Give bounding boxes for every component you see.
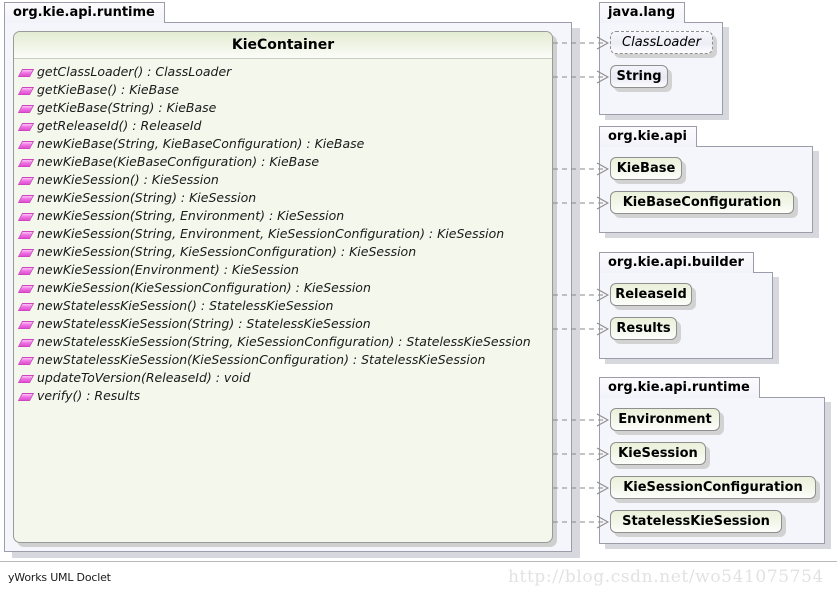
method-icon bbox=[20, 85, 31, 96]
package-tab-label: org.kie.api.runtime bbox=[4, 2, 165, 23]
method-icon bbox=[20, 355, 31, 366]
member-signature: getKieBase(String) : KieBase bbox=[37, 100, 217, 115]
type-name: KieSessionConfiguration bbox=[623, 480, 803, 495]
type-name: ClassLoader bbox=[622, 35, 701, 50]
class-member[interactable]: newStatelessKieSession(String) : Statele… bbox=[14, 315, 552, 333]
method-icon bbox=[20, 175, 31, 186]
method-icon bbox=[20, 391, 31, 402]
member-signature: updateToVersion(ReleaseId) : void bbox=[37, 370, 251, 385]
class-member[interactable]: newStatelessKieSession(String, KieSessio… bbox=[14, 333, 552, 351]
type-name: KieBase bbox=[616, 161, 676, 176]
member-signature: newKieSession(KieSessionConfiguration) :… bbox=[37, 280, 371, 295]
type-name: KieBaseConfiguration bbox=[622, 195, 782, 210]
member-signature: verify() : Results bbox=[37, 388, 141, 403]
member-signature: getReleaseId() : ReleaseId bbox=[37, 118, 202, 133]
type-node-statelesskiesession[interactable]: StatelessKieSession bbox=[610, 510, 782, 533]
method-icon bbox=[20, 265, 31, 276]
class-member[interactable]: newKieBase(KieBaseConfiguration) : KieBa… bbox=[14, 153, 552, 171]
method-icon bbox=[20, 373, 31, 384]
member-signature: newStatelessKieSession(KieSessionConfigu… bbox=[37, 352, 486, 367]
member-signature: newKieBase(String, KieBaseConfiguration)… bbox=[37, 136, 365, 151]
method-icon bbox=[20, 319, 31, 330]
type-node-classloader[interactable]: ClassLoader bbox=[610, 31, 713, 54]
member-signature: newKieSession(String, Environment) : Kie… bbox=[37, 208, 345, 223]
class-member[interactable]: getReleaseId() : ReleaseId bbox=[14, 117, 552, 135]
class-member[interactable]: newKieSession(KieSessionConfiguration) :… bbox=[14, 279, 552, 297]
package-tab-label: org.kie.api.runtime bbox=[599, 377, 760, 398]
class-member[interactable]: getKieBase(String) : KieBase bbox=[14, 99, 552, 117]
type-name: String bbox=[616, 69, 662, 84]
class-member[interactable]: newStatelessKieSession() : StatelessKieS… bbox=[14, 297, 552, 315]
class-member[interactable]: newKieSession(String) : KieSession bbox=[14, 189, 552, 207]
method-icon bbox=[20, 247, 31, 258]
member-signature: newStatelessKieSession() : StatelessKieS… bbox=[37, 298, 334, 313]
method-icon bbox=[20, 229, 31, 240]
type-node-releaseid[interactable]: ReleaseId bbox=[610, 283, 692, 306]
class-members-list: getClassLoader() : ClassLoader getKieBas… bbox=[14, 59, 552, 405]
package-tab-label: org.kie.api.builder bbox=[599, 252, 754, 273]
footer-divider bbox=[0, 561, 837, 562]
method-icon bbox=[20, 157, 31, 168]
method-icon bbox=[20, 211, 31, 222]
class-member[interactable]: updateToVersion(ReleaseId) : void bbox=[14, 369, 552, 387]
class-member[interactable]: newStatelessKieSession(KieSessionConfigu… bbox=[14, 351, 552, 369]
member-signature: newKieBase(KieBaseConfiguration) : KieBa… bbox=[37, 154, 320, 169]
type-node-kiesession[interactable]: KieSession bbox=[610, 442, 706, 465]
type-node-string[interactable]: String bbox=[610, 65, 668, 88]
watermark-url: http://blog.csdn.net/wo541075754 bbox=[508, 567, 824, 587]
type-node-kiebaseconfiguration[interactable]: KieBaseConfiguration bbox=[610, 191, 794, 214]
member-signature: newStatelessKieSession(String) : Statele… bbox=[37, 316, 371, 331]
type-name: Results bbox=[616, 321, 671, 336]
member-signature: newKieSession(String, KieSessionConfigur… bbox=[37, 244, 417, 259]
class-member[interactable]: newKieSession(String, KieSessionConfigur… bbox=[14, 243, 552, 261]
class-member[interactable]: getClassLoader() : ClassLoader bbox=[14, 63, 552, 81]
class-member[interactable]: newKieSession(String, Environment, KieSe… bbox=[14, 225, 552, 243]
method-icon bbox=[20, 283, 31, 294]
method-icon bbox=[20, 139, 31, 150]
member-signature: newKieSession(Environment) : KieSession bbox=[37, 262, 299, 277]
type-node-kiesessionconfiguration[interactable]: KieSessionConfiguration bbox=[610, 476, 816, 499]
type-name: StatelessKieSession bbox=[622, 514, 770, 529]
type-node-kiebase[interactable]: KieBase bbox=[610, 157, 682, 180]
method-icon bbox=[20, 337, 31, 348]
package-tab-label: java.lang bbox=[599, 2, 686, 23]
member-signature: newKieSession(String) : KieSession bbox=[37, 190, 257, 205]
method-icon bbox=[20, 301, 31, 312]
method-icon bbox=[20, 193, 31, 204]
package-tab-label: org.kie.api bbox=[599, 126, 697, 147]
type-node-environment[interactable]: Environment bbox=[610, 408, 720, 431]
member-signature: newKieSession() : KieSession bbox=[37, 172, 219, 187]
footer-tool-label: yWorks UML Doclet bbox=[8, 571, 111, 584]
class-node-kiecontainer[interactable]: KieContainer getClassLoader() : ClassLoa… bbox=[13, 31, 553, 543]
class-title: KieContainer bbox=[14, 32, 552, 59]
type-name: ReleaseId bbox=[615, 287, 687, 302]
type-node-results[interactable]: Results bbox=[610, 317, 677, 340]
member-signature: newKieSession(String, Environment, KieSe… bbox=[37, 226, 505, 241]
class-member[interactable]: newKieSession(Environment) : KieSession bbox=[14, 261, 552, 279]
class-member[interactable]: newKieBase(String, KieBaseConfiguration)… bbox=[14, 135, 552, 153]
class-member[interactable]: verify() : Results bbox=[14, 387, 552, 405]
class-member[interactable]: getKieBase() : KieBase bbox=[14, 81, 552, 99]
class-member[interactable]: newKieSession() : KieSession bbox=[14, 171, 552, 189]
method-icon bbox=[20, 67, 31, 78]
type-name: Environment bbox=[618, 412, 712, 427]
class-member[interactable]: newKieSession(String, Environment) : Kie… bbox=[14, 207, 552, 225]
method-icon bbox=[20, 121, 31, 132]
package-java-lang: java.lang bbox=[599, 2, 729, 120]
member-signature: getClassLoader() : ClassLoader bbox=[37, 64, 232, 79]
type-name: KieSession bbox=[618, 446, 698, 461]
method-icon bbox=[20, 103, 31, 114]
member-signature: newStatelessKieSession(String, KieSessio… bbox=[37, 334, 531, 349]
member-signature: getKieBase() : KieBase bbox=[37, 82, 180, 97]
